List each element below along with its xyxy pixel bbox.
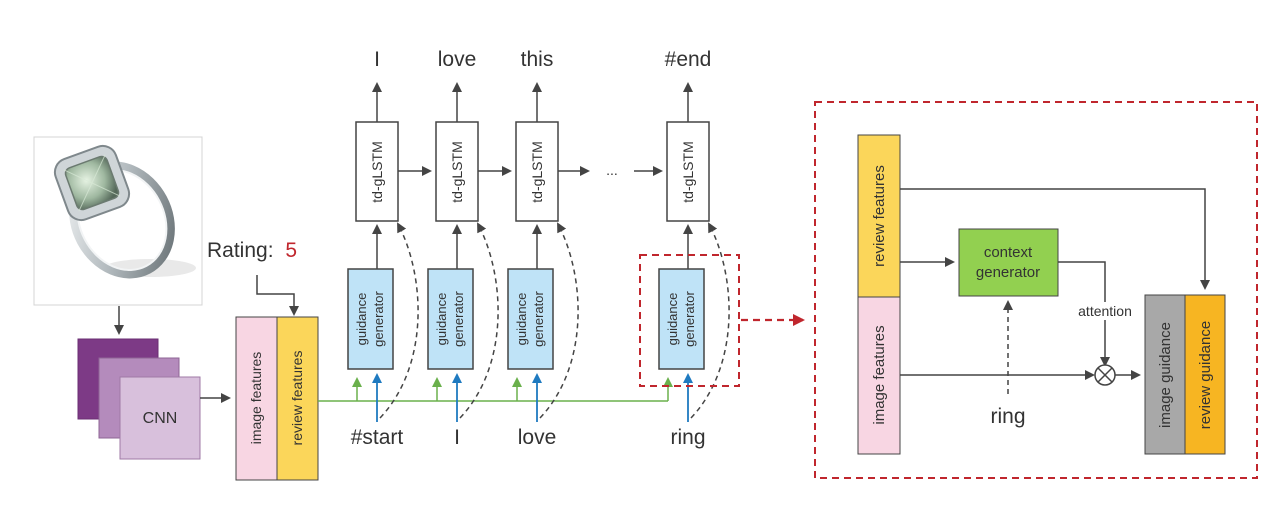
detail-review-features-bar [857,134,901,298]
timestep-2: td-gLSTM guidance generator love I [427,48,499,449]
highlight-box [639,254,740,387]
cnn-block: CNN [77,338,201,460]
td-glstm-label: td-gLSTM [529,141,545,202]
output-word: love [438,48,477,71]
context-generator-box [958,228,1059,297]
detail-review-features-label: review features [871,165,888,267]
guidance-generator-line1: guidance [434,293,449,346]
input-word: I [454,426,460,449]
features-block: image features review features [235,316,319,481]
guidance-generator-box [658,268,705,370]
review-guidance-label: review guidance [1197,321,1214,429]
td-glstm-box [435,121,479,222]
review-guidance-bar [1184,294,1226,455]
rating: Rating: 5 [207,239,297,262]
review-features-bar [276,316,319,481]
ellipsis: ... [606,162,618,178]
ring-product-image [33,136,203,306]
td-glstm-label: td-gLSTM [369,141,385,202]
td-glstm-label: td-gLSTM [680,141,696,202]
detail-image-features-bar [857,296,901,455]
input-word: ring [670,426,705,449]
rating-label: Rating: [207,239,274,262]
guidance-generator-box [347,268,394,370]
image-features-label: image features [248,352,264,445]
guidance-generator-line2: generator [451,291,466,347]
guidance-generator-line1: guidance [665,293,680,346]
detail-input-word: ring [990,405,1025,428]
guidance-generator-line2: generator [682,291,697,347]
detail-image-features-label: image features [871,325,888,424]
input-word: #start [351,426,404,449]
context-generator-line2: generator [976,264,1040,281]
guidance-generator-box [507,268,554,370]
output-word: I [374,48,380,71]
input-word: love [518,426,557,449]
td-glstm-box [666,121,710,222]
output-word: #end [665,48,712,71]
cnn-label: CNN [143,410,178,427]
guidance-generator-line1: guidance [514,293,529,346]
output-word: this [521,48,554,71]
timestep-1: td-gLSTM guidance generator I #start [347,48,419,449]
svg-text:Rating: 5: Rating: 5 [207,239,297,262]
cnn-layer-front [119,376,201,460]
detail-panel [814,101,1258,479]
guidance-generator-box [427,268,474,370]
guidance-generator-line2: generator [371,291,386,347]
rating-value: 5 [285,239,297,262]
image-features-bar [235,316,278,481]
attention-label: attention [1078,303,1132,319]
context-generator-line1: context [984,244,1033,261]
timestep-last: td-gLSTM guidance generator #end ring [658,48,730,449]
guidance-generator-line2: generator [531,291,546,347]
detail-contents: review features image features context g… [857,134,1226,455]
timestep-3: td-gLSTM guidance generator this love [507,48,579,449]
image-guidance-label: image guidance [1157,322,1174,428]
guidance-generator-line1: guidance [354,293,369,346]
td-glstm-label: td-gLSTM [449,141,465,202]
review-features-label: review features [289,351,305,446]
image-guidance-bar [1144,294,1186,455]
